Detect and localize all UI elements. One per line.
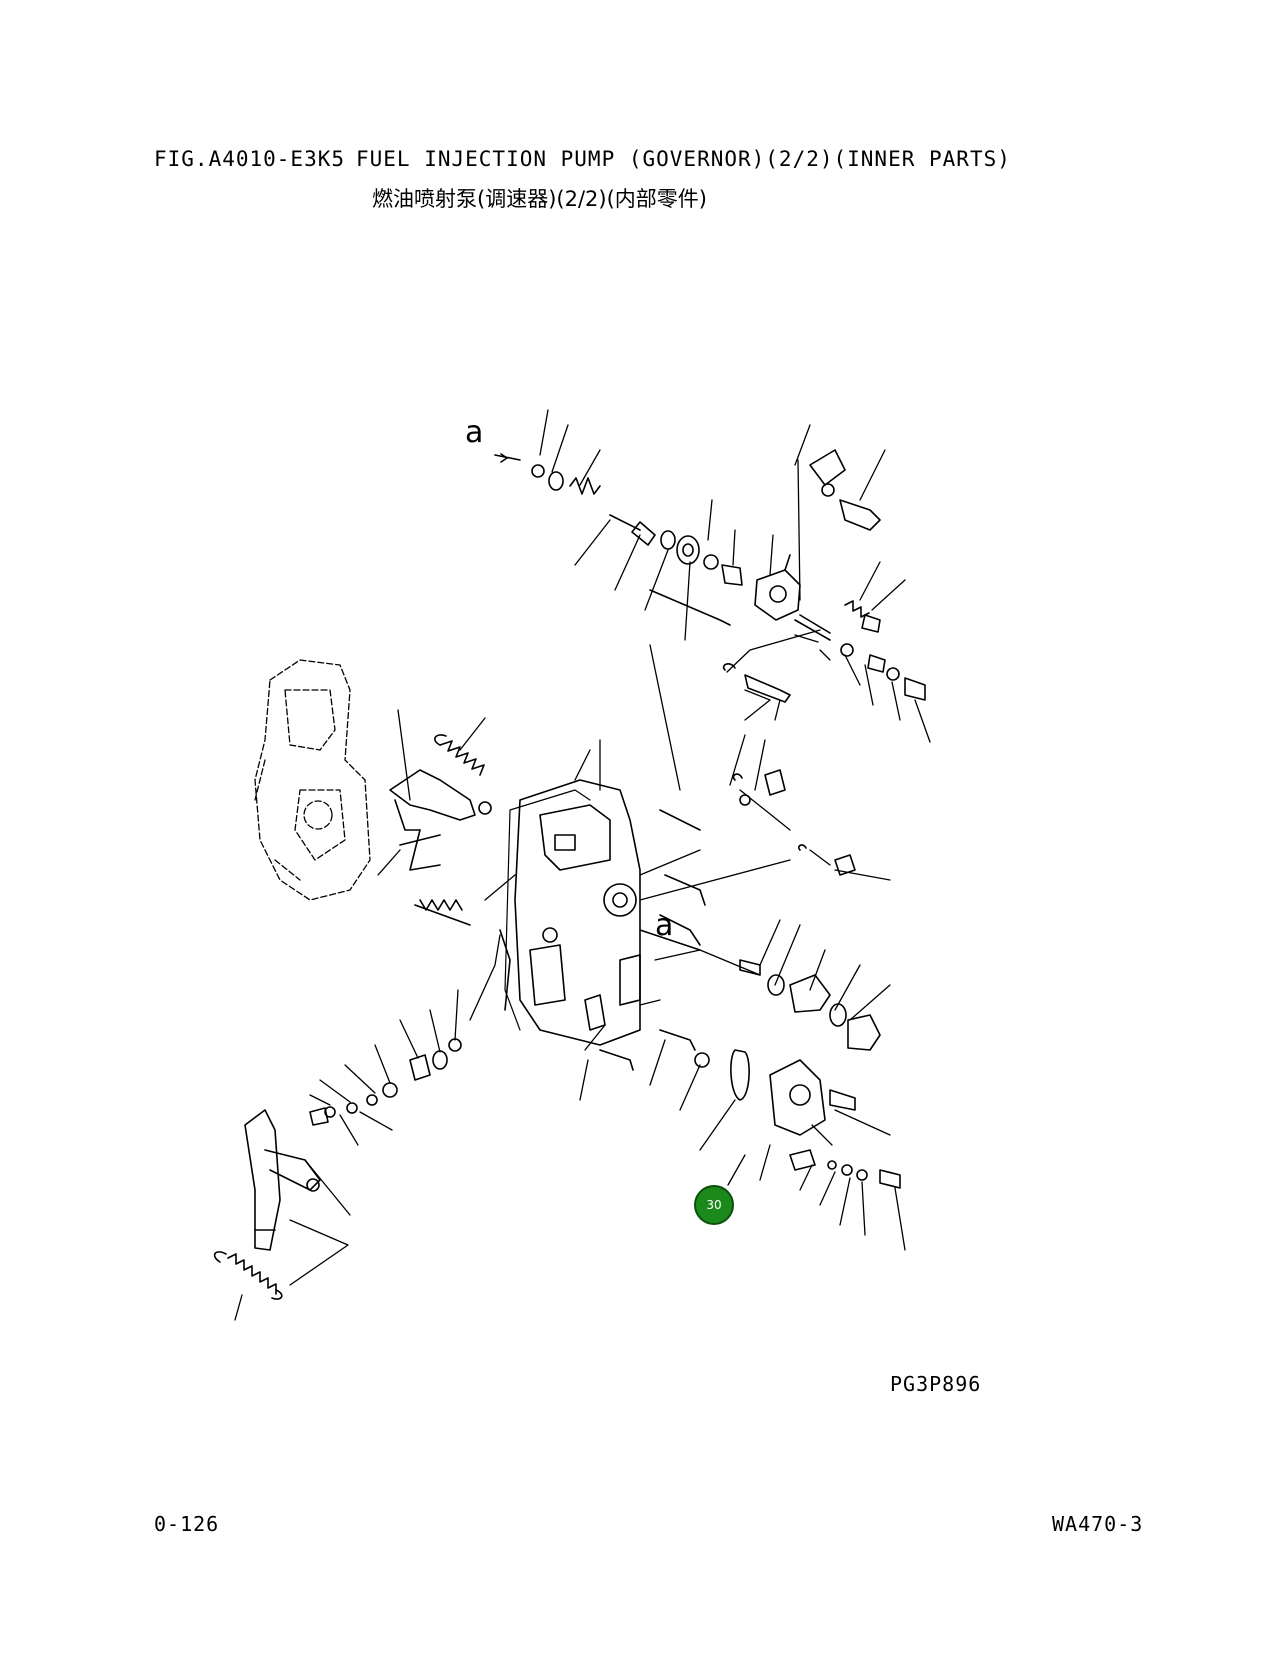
fork-lever — [389, 769, 492, 871]
machine-model: WA470-3 — [1052, 1512, 1144, 1536]
top-parts-chain — [494, 453, 801, 621]
leader-lines — [234, 409, 931, 1321]
top-right-parts — [722, 449, 926, 703]
lower-left-parts — [309, 899, 511, 1126]
middle-right-parts — [639, 589, 881, 1051]
lower-middle-parts — [599, 1029, 901, 1189]
part-callout-badge[interactable]: 30 — [694, 1185, 734, 1225]
figure-title-chinese: 燃油喷射泵(调速器)(2/2)(内部零件) — [372, 187, 707, 211]
housing-gasket — [504, 789, 591, 1031]
bottom-spring — [213, 1251, 283, 1300]
bottom-lever — [244, 1109, 321, 1251]
page-number: 0-126 — [154, 1512, 220, 1536]
governor-housing — [514, 779, 641, 1046]
drawing-reference-code: PG3P896 — [890, 1372, 982, 1396]
lever-spring — [434, 734, 485, 776]
pump-housing-outline — [254, 659, 371, 901]
figure-title-english: FUEL INJECTION PUMP (GOVERNOR)(2/2)(INNE… — [356, 147, 1011, 171]
view-label-a-middle: a — [655, 908, 674, 943]
view-label-a-top: a — [465, 415, 484, 450]
figure-code: FIG.A4010-E3K5 — [154, 147, 346, 171]
